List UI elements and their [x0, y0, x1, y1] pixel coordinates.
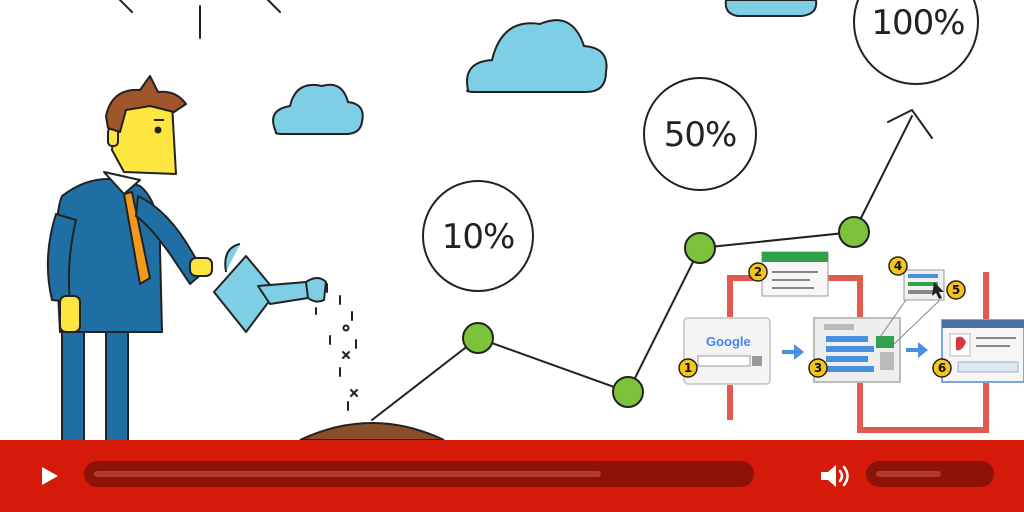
- cloud-large: [466, 19, 608, 93]
- step-badge-2: [748, 262, 768, 282]
- cloud-small: [272, 83, 364, 135]
- step-label-6: 6: [938, 361, 946, 375]
- seo-process-diagram: Google: [678, 251, 1024, 433]
- watering-can: [213, 243, 327, 333]
- seed-drops: [315, 283, 358, 411]
- step-badge-5: [946, 280, 966, 300]
- zoom-panel: [877, 269, 945, 345]
- step-badge-labels: 1 2 3 4 5 6: [684, 259, 960, 375]
- percent-badge-50: 50%: [643, 77, 757, 191]
- percent-10-label: 10%: [442, 217, 515, 257]
- sun-rays: [119, 0, 281, 39]
- volume-slider[interactable]: [866, 461, 994, 487]
- step-badge-6: [932, 358, 952, 378]
- percent-50-label: 50%: [664, 115, 737, 155]
- play-icon[interactable]: [38, 465, 62, 487]
- businessman: [46, 75, 213, 440]
- step-label-4: 4: [894, 259, 902, 273]
- step-badge-4: [888, 256, 908, 276]
- percent-100-label: 100%: [871, 3, 964, 43]
- percent-badge-10: 10%: [422, 180, 534, 292]
- flow-arrow-1: [782, 344, 804, 360]
- search-logo: Google: [706, 334, 751, 349]
- listing-card: [761, 251, 829, 297]
- volume-icon[interactable]: [818, 462, 852, 490]
- progress-bar[interactable]: [84, 461, 754, 487]
- step-label-5: 5: [952, 283, 960, 297]
- step-badges: [678, 256, 966, 378]
- step-label-1: 1: [684, 361, 692, 375]
- soil-mound: [299, 422, 445, 440]
- volume-fill: [876, 471, 941, 477]
- step-badge-3: [808, 358, 828, 378]
- progress-fill: [94, 471, 601, 477]
- player-controls: [0, 440, 1024, 512]
- product-panel: [941, 319, 1024, 383]
- step-badge-1: [678, 358, 698, 378]
- flow-arrow-2: [906, 342, 928, 358]
- animation-frame: 10% 50% 100%: [46, 0, 1024, 440]
- growth-line: [371, 108, 933, 421]
- growth-nodes: [462, 216, 870, 408]
- percent-badge-100: 100%: [853, 0, 979, 85]
- search-panel: Google: [683, 317, 771, 385]
- step-label-3: 3: [814, 361, 822, 375]
- step-label-2: 2: [754, 265, 762, 279]
- cloud-top: [724, 0, 818, 17]
